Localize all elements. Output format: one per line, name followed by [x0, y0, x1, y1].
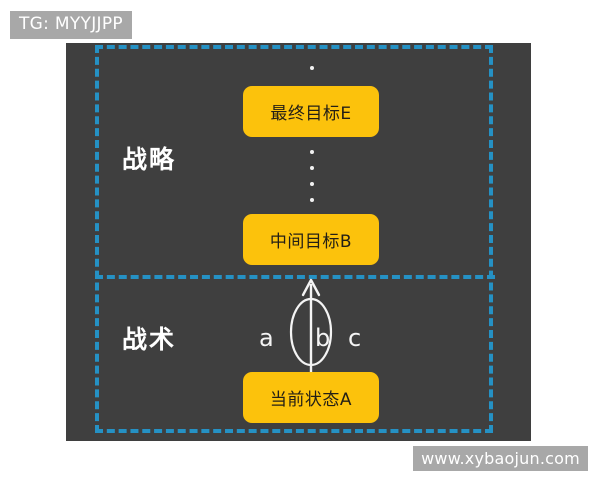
continuation-dot: [310, 166, 314, 170]
continuation-dot: [310, 182, 314, 186]
branch-label-a: a: [259, 324, 274, 352]
branch-label-b: b: [315, 324, 331, 352]
node-current-state-a[interactable]: 当前状态A: [243, 372, 379, 423]
node-intermediate-goal-b[interactable]: 中间目标B: [243, 214, 379, 265]
watermark-bottom-right: www.xybaojun.com: [413, 446, 588, 471]
dashed-layer-divider: [95, 275, 495, 279]
zone-label-strategy: 战略: [122, 145, 177, 174]
branch-label-c: c: [348, 324, 362, 352]
continuation-dot: [310, 198, 314, 202]
node-final-goal-e[interactable]: 最终目标E: [243, 86, 379, 137]
watermark-top-left: TG: MYYJJPP: [10, 11, 132, 39]
zone-label-tactics: 战术: [122, 325, 177, 354]
continuation-dot: [310, 150, 314, 154]
upward-arrow-head: [301, 278, 321, 297]
dashed-outer-boundary: [95, 45, 493, 433]
branch-ellipse-arrow-group: [289, 278, 333, 372]
continuation-dot: [310, 66, 314, 70]
